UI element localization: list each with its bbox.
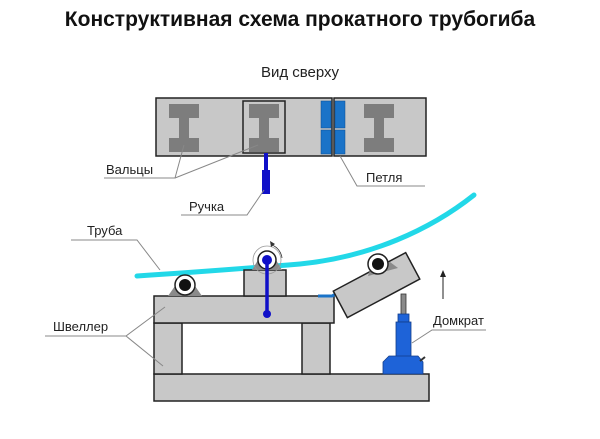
top-view-roller xyxy=(169,104,199,152)
hinge xyxy=(320,100,346,155)
top-channel xyxy=(153,295,335,324)
label-rollers: Вальцы xyxy=(106,162,153,177)
leader-lines-side xyxy=(45,239,486,367)
label-hinge: Петля xyxy=(366,170,402,185)
label-channel: Швеллер xyxy=(53,319,108,334)
top-view-caption: Вид сверху xyxy=(260,64,340,81)
top-view-roller xyxy=(364,104,394,152)
side-handle-knob xyxy=(263,310,271,318)
rotation-arrowhead xyxy=(270,241,275,247)
up-arrow-icon xyxy=(440,270,446,299)
diagram-title: Конструктивная схема прокатного трубогиб… xyxy=(64,8,536,31)
jack xyxy=(382,293,426,375)
leader-lines-top xyxy=(104,144,425,216)
side-view: Труба Швеллер Домкрат xyxy=(45,192,486,402)
pipe xyxy=(134,192,477,279)
left-roller xyxy=(168,274,202,296)
right-roller xyxy=(367,253,398,276)
base-channel xyxy=(153,373,430,402)
top-view-roller xyxy=(249,104,279,152)
top-view: Вальцы Ручка Петля xyxy=(104,97,427,216)
label-handle: Ручка xyxy=(189,199,225,214)
top-view-handle xyxy=(262,153,270,194)
label-pipe: Труба xyxy=(87,223,123,238)
right-leg xyxy=(301,322,331,375)
label-jack: Домкрат xyxy=(433,313,484,328)
roller-support-block xyxy=(243,269,287,297)
left-leg xyxy=(153,322,183,375)
